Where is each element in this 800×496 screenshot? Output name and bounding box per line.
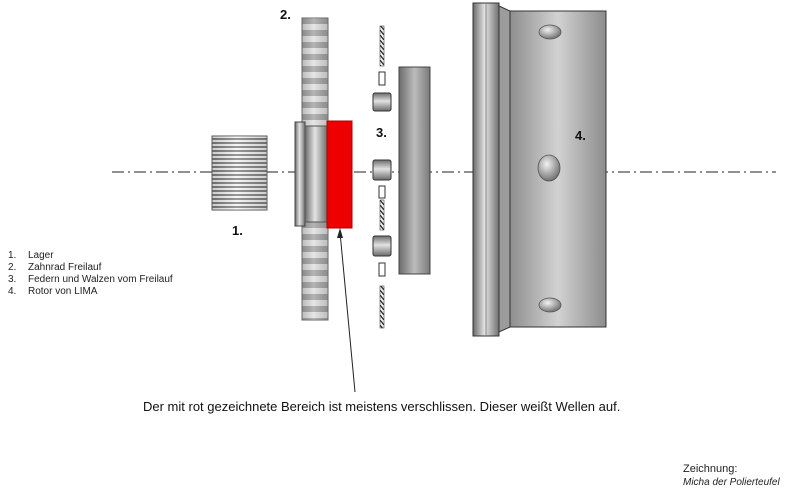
leader-arrowhead xyxy=(337,228,343,238)
legend-item: 1. Lager xyxy=(8,250,173,262)
rotor-part-4 xyxy=(472,2,607,337)
legend-text: Lager xyxy=(28,250,54,261)
credit-author: Micha der Polierteufel xyxy=(683,477,780,488)
legend-text: Zahnrad Freilauf xyxy=(28,262,102,273)
legend-text: Federn und Walzen vom Freilauf xyxy=(28,274,173,285)
label-part-2: 2. xyxy=(280,7,291,22)
legend-number: 1. xyxy=(8,250,17,261)
rotor-hole-center xyxy=(537,154,561,182)
springs-and-rollers-part-3 xyxy=(372,25,392,329)
legend-item: 2. Zahnrad Freilauf xyxy=(8,262,173,274)
legend-number: 3. xyxy=(8,274,17,285)
worn-area-note: Der mit rot gezeichnete Bereich ist meis… xyxy=(143,399,621,414)
leader-line xyxy=(339,231,356,393)
inner-disk xyxy=(398,66,431,275)
legend-list: 1. Lager 2. Zahnrad Freilauf 3. Federn und … xyxy=(8,250,173,298)
freewheel-gear-part-2 xyxy=(294,17,329,321)
bearing-part-1 xyxy=(211,135,268,211)
rotor-hole-bottom xyxy=(538,297,562,313)
rotor-hole-top xyxy=(538,24,562,40)
legend-number: 2. xyxy=(8,262,17,273)
worn-area-red xyxy=(326,120,353,229)
label-part-3: 3. xyxy=(376,125,387,140)
legend-item: 4. Rotor von LIMA xyxy=(8,286,173,298)
drawing-credit: Zeichnung: Micha der Polierteufel xyxy=(683,462,780,490)
label-part-4: 4. xyxy=(575,128,586,143)
legend-text: Rotor von LIMA xyxy=(28,286,98,297)
credit-heading: Zeichnung: xyxy=(683,463,738,475)
legend-item: 3. Federn und Walzen vom Freilauf xyxy=(8,274,173,286)
label-part-1: 1. xyxy=(232,223,243,238)
legend-number: 4. xyxy=(8,286,17,297)
